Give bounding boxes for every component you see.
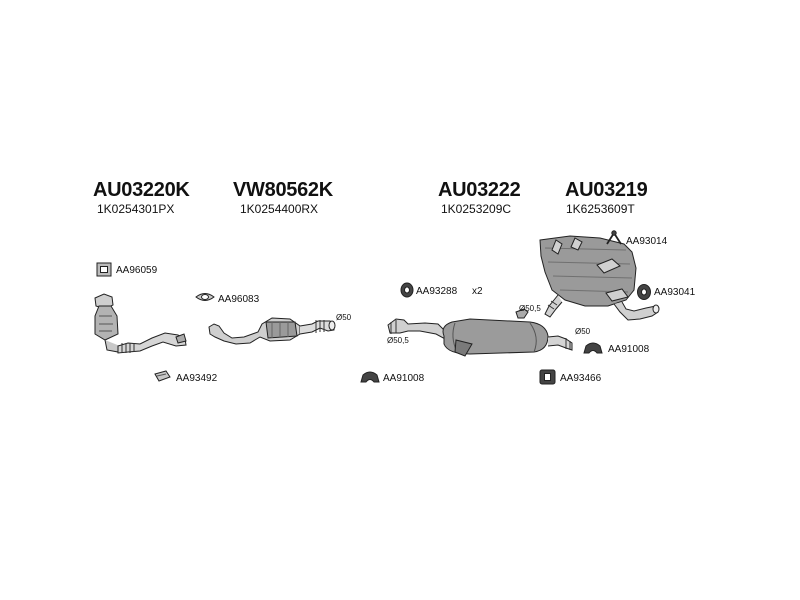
rear-silencer-drawing: [539, 235, 660, 321]
rubber-mount-icon: [539, 369, 556, 385]
oe-number-1k6253609t: 1K6253609T: [566, 202, 635, 216]
bracket-icon: [606, 230, 622, 245]
part-label-aa96059: AA96059: [116, 265, 158, 276]
part-label-aa93288: AA93288: [416, 286, 458, 297]
oe-number-1k0254301px: 1K0254301PX: [97, 202, 175, 216]
assembly-number-au03219: AU03219: [565, 179, 648, 201]
part-label-aa91008-rear: AA91008: [608, 344, 650, 355]
part-label-aa93492: AA93492: [176, 373, 218, 384]
gasket-square-icon: [96, 262, 112, 277]
part-label-aa96083: AA96083: [218, 294, 260, 305]
assembly-number-vw80562k: VW80562K: [233, 179, 333, 201]
gasket-oval-icon: [195, 293, 215, 301]
part-label-aa93466: AA93466: [560, 373, 602, 384]
catalytic-converter-pipe-drawing: [208, 317, 336, 345]
oe-number-1k0254400rx: 1K0254400RX: [240, 202, 319, 216]
rubber-hanger-icon-2: [583, 342, 603, 354]
assembly-number-au03220k: AU03220K: [93, 179, 190, 201]
gasket-ring-icon: [400, 282, 414, 298]
middle-silencer-drawing: [387, 308, 573, 357]
rubber-hanger-icon: [360, 371, 380, 383]
part-label-aa93041: AA93041: [654, 287, 696, 298]
part-quantity-x2: x2: [472, 286, 483, 297]
clamp-bracket-icon: [154, 370, 171, 382]
part-label-aa91008: AA91008: [383, 373, 425, 384]
diameter-label-50: Ø50: [336, 313, 352, 322]
diameter-label-50-5-rear: Ø50,5: [519, 304, 541, 313]
part-label-aa93014: AA93014: [626, 236, 668, 247]
rubber-ring-icon: [637, 284, 651, 300]
oe-number-1k0253209c: 1K0253209C: [441, 202, 512, 216]
front-catalytic-converter-drawing: [94, 293, 187, 354]
diameter-label-50-rear: Ø50: [575, 327, 591, 336]
diameter-label-50-5: Ø50,5: [387, 336, 409, 345]
assembly-number-au03222: AU03222: [438, 179, 521, 201]
